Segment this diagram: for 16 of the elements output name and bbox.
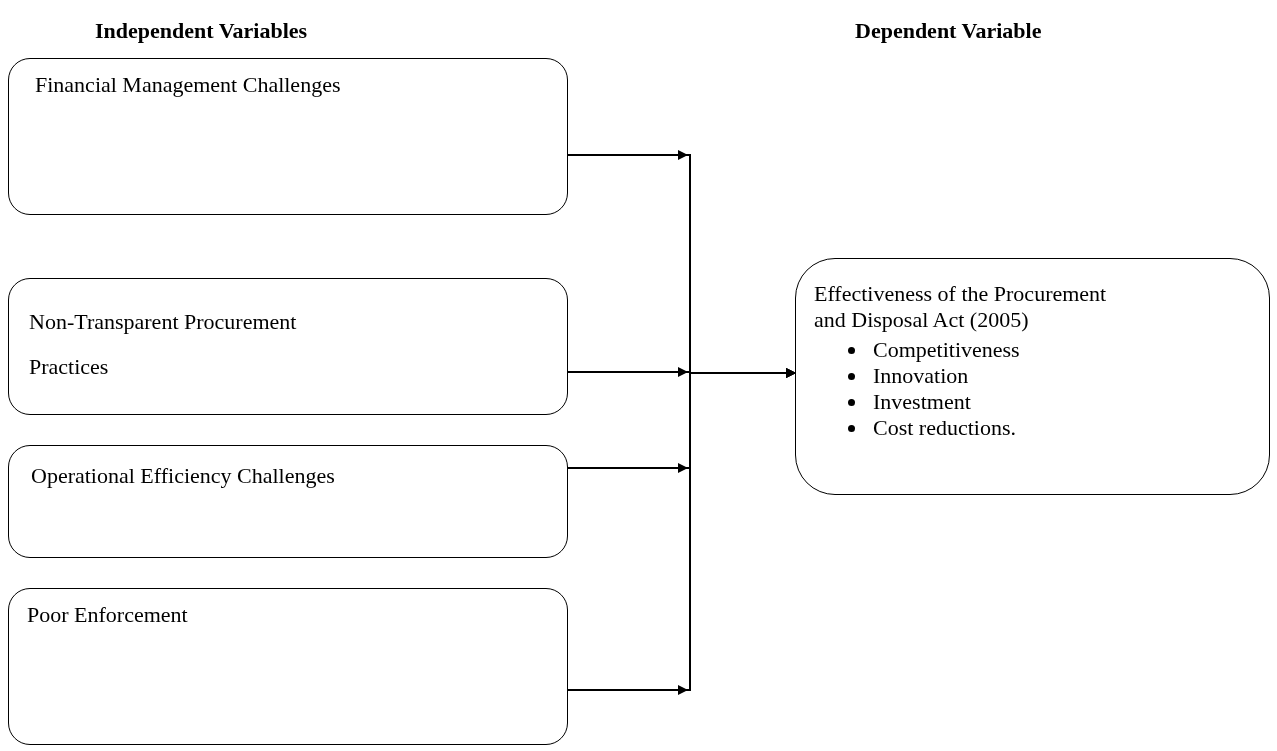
variable-box (8, 278, 568, 415)
column-heading: Independent Variables (95, 18, 308, 44)
box-text: Poor Enforcement (27, 601, 189, 629)
bullet-item: Cost reductions. (873, 415, 1016, 441)
variable-box (8, 58, 568, 215)
box-text: Financial Management Challenges (35, 71, 342, 99)
box-text: Effectiveness of the Procurement and Disposal Act (2005) (814, 281, 1108, 333)
bullet-item: Innovation (873, 363, 969, 389)
column-heading: Dependent Variable (855, 18, 1042, 44)
variable-box (8, 445, 568, 558)
variable-box (8, 588, 568, 745)
bullet-item: Competitiveness (873, 337, 1020, 363)
box-text: Operational Efficiency Challenges (31, 462, 336, 490)
variable-box (795, 258, 1270, 495)
bullet-item: Investment (873, 389, 971, 415)
box-text: Non-Transparent Procurement Practices (29, 308, 298, 381)
